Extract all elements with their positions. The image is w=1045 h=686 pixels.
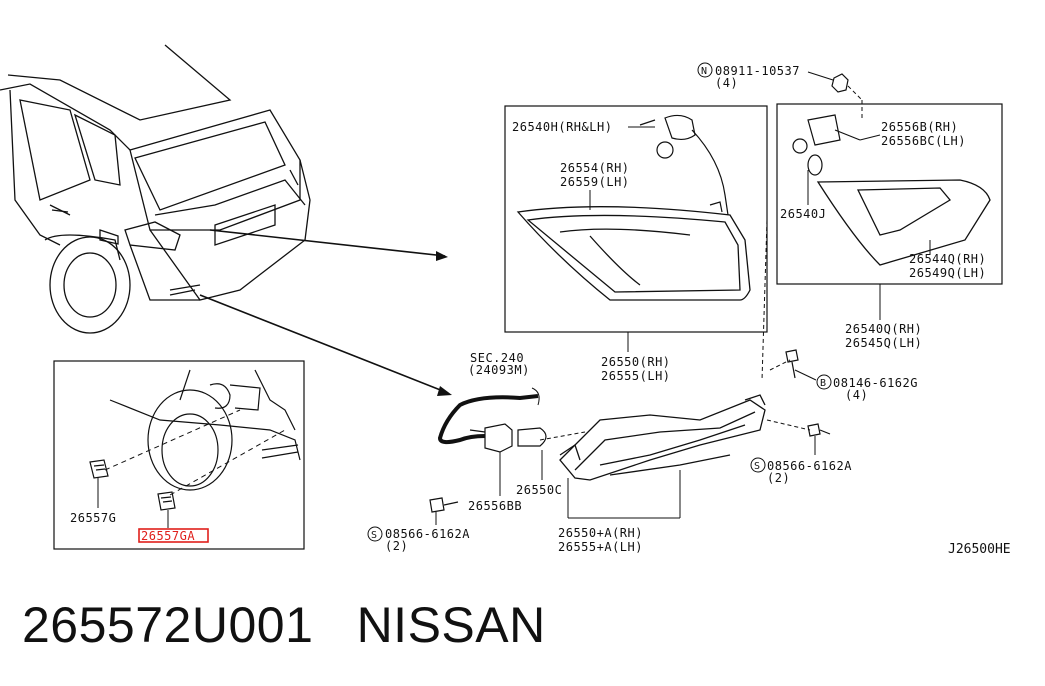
label-08146: 08146-6162G — [833, 376, 918, 390]
label-08566-right: 08566-6162A — [767, 459, 852, 473]
diagram-reference-code: J26500HE — [948, 542, 1011, 557]
circled-n-icon — [697, 62, 713, 78]
wire-harness — [437, 394, 539, 445]
label-26555: 26555(LH) — [601, 369, 671, 383]
caption: 265572U001 NISSAN — [22, 596, 546, 654]
circled-s-left-icon — [367, 526, 383, 542]
detail-box-clips: 26557G 26557GA — [53, 360, 305, 550]
screw-08566-left-icon — [429, 497, 459, 513]
circled-s-right-letter: S — [754, 461, 761, 472]
label-26557ga: 26557GA — [141, 529, 195, 543]
circled-b-letter: B — [820, 378, 827, 389]
inner-lamp-box: 26556B(RH) 26556BC(LH) 26540J 26544Q(RH)… — [776, 103, 1003, 285]
screw-08566-right-icon — [807, 423, 831, 437]
label-26549q: 26549Q(LH) — [909, 266, 986, 280]
label-08911-qty: (4) — [715, 76, 738, 90]
nut-08911-icon — [831, 73, 849, 93]
label-26556b: 26556B(RH) — [881, 120, 958, 134]
circled-n-letter: N — [701, 66, 708, 77]
label-26545q: 26545Q(LH) — [845, 336, 922, 350]
label-26557g: 26557G — [70, 511, 116, 525]
bulb-socket-26540h-icon — [639, 114, 729, 216]
label-26544q: 26544Q(RH) — [909, 252, 986, 266]
label-26554: 26554(RH) — [560, 161, 630, 175]
bumper-lamp-assembly — [559, 394, 766, 481]
label-08146-qty: (4) — [845, 388, 868, 402]
label-26559: 26559(LH) — [560, 175, 630, 189]
circled-b-icon — [816, 374, 832, 390]
label-08566-right-qty: (2) — [767, 471, 790, 485]
label-sec240-code: (24093M) — [468, 363, 530, 377]
brand-name: NISSAN — [356, 597, 546, 653]
label-26556bc: 26556BC(LH) — [881, 134, 966, 148]
label-26540h: 26540H(RH&LH) — [512, 120, 612, 134]
circled-s-right-icon — [750, 457, 766, 473]
highlight-box-26557ga — [138, 528, 209, 543]
clip-26557g-icon — [89, 459, 109, 479]
dashed-leaders — [539, 219, 811, 441]
label-08566-left: 08566-6162A — [385, 527, 470, 541]
part-number: 265572U001 — [22, 597, 314, 653]
label-08911: 08911-10537 — [715, 64, 800, 78]
label-26550a: 26550+A(RH) — [558, 526, 643, 540]
label-sec240: SEC.240 — [470, 351, 524, 365]
label-26550: 26550(RH) — [601, 355, 671, 369]
clip-26557ga-icon — [157, 491, 176, 511]
bulb-socket-26556b-icon — [792, 114, 861, 176]
label-26540q: 26540Q(RH) — [845, 322, 922, 336]
label-26556bb: 26556BB — [468, 499, 522, 513]
label-08566-left-qty: (2) — [385, 539, 408, 553]
car-rear-illustration — [0, 44, 311, 334]
label-26555a: 26555+A(LH) — [558, 540, 643, 554]
socket-26556bb-icon — [469, 423, 513, 453]
pointer-arrows — [199, 229, 452, 396]
circled-s-left-letter: S — [371, 530, 378, 541]
label-26550c: 26550C — [516, 483, 562, 497]
bulb-26550c-icon — [517, 427, 547, 447]
tail-lamp-box: 26540H(RH&LH) 26554(RH) 26559(LH) — [504, 105, 768, 333]
bolt-08146-icon — [785, 349, 799, 379]
label-26540j: 26540J — [780, 207, 826, 221]
